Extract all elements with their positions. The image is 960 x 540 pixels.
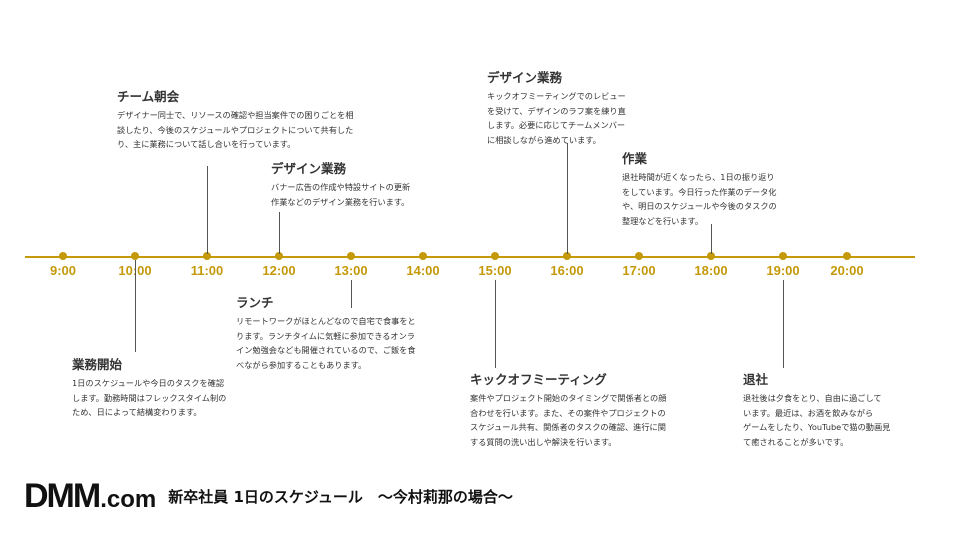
event-kickoff-meeting: キックオフミーティング 案件やプロジェクト開始のタイミングで関係者との顔 合わせ… [470,369,666,449]
time-dot-9 [59,252,67,260]
time-label: 16:00 [550,263,584,278]
time-label: 15:00 [478,263,512,278]
event-description: 退社後は夕食をとり、自由に過ごして います。最近は、お酒を飲みながら ゲームをし… [743,393,891,447]
event-description: バナー広告の作成や特設サイトの更新 作業などのデザイン業務を行います。 [271,182,411,207]
time-dot-13 [347,252,355,260]
time-label: 17:00 [622,263,656,278]
connector-work-start [134,260,136,352]
event-title: 退社 [743,372,769,387]
event-description: 退社時間が近くなったら、1日の振り返り をしています。今日行った作業のデータ化 … [622,172,777,226]
event-title: デザイン業務 [271,161,347,176]
connector-kickoff-meeting [494,280,496,368]
event-title: ランチ [236,295,274,310]
time-dot-18 [707,252,715,260]
time-label: 11:00 [190,263,224,278]
logo-suffix: .com [100,486,157,513]
event-description: デザイナー同士で、リソースの確認や担当案件での困りごとを相 談したり、今後のスケ… [117,110,354,149]
time-label: 18:00 [694,263,728,278]
time-dot-16 [563,252,571,260]
event-title: キックオフミーティング [470,372,607,387]
timeline-axis [25,256,915,258]
connector-design-work-1 [278,212,280,254]
time-dot-19 [779,252,787,260]
time-dot-10 [131,252,139,260]
time-label: 14:00 [406,263,440,278]
connector-design-work-2 [566,143,568,254]
event-design-work-2: デザイン業務 キックオフミーティングでのレビュー を受けて、デザインのラフ案を練… [487,67,626,147]
connector-wrap-up-work [710,224,712,254]
time-label: 13:00 [334,263,368,278]
logo-main: DMM [24,477,101,515]
time-dot-15 [491,252,499,260]
connector-leave-office [782,280,784,368]
time-label: 9:00 [49,263,77,278]
event-title: デザイン業務 [487,70,563,85]
connector-morning-meeting [206,166,208,254]
event-lunch: ランチ リモートワークがほとんどなので自宅で食事をと ります。ランチタイムに気軽… [236,292,416,372]
time-label: 20:00 [830,263,864,278]
event-title: 業務開始 [72,357,123,372]
page-title: 新卒社員 1日のスケジュール 〜今村莉那の場合〜 [168,487,513,506]
time-dot-17 [635,252,643,260]
event-title: チーム朝会 [117,89,180,104]
event-title: 作業 [622,151,648,166]
event-description: 1日のスケジュールや今日のタスクを確認 します。勤務時間はフレックスタイム制の … [72,378,227,417]
dmm-logo: DMM .com [24,479,156,513]
connector-lunch [350,280,352,308]
time-dot-20 [843,252,851,260]
event-work-start: 業務開始 1日のスケジュールや今日のタスクを確認 します。勤務時間はフレックスタ… [72,354,226,420]
time-label: 12:00 [262,263,296,278]
event-leave-office: 退社 退社後は夕食をとり、自由に過ごして います。最近は、お酒を飲みながら ゲー… [743,369,890,449]
event-wrap-up-work: 作業 退社時間が近くなったら、1日の振り返り をしています。今日行った作業のデー… [622,148,777,228]
time-label: 19:00 [766,263,800,278]
footer: DMM .com 新卒社員 1日のスケジュール 〜今村莉那の場合〜 [24,479,513,513]
time-dot-14 [419,252,427,260]
event-description: リモートワークがほとんどなので自宅で食事をと ります。ランチタイムに気軽に参加で… [236,316,416,370]
event-design-work-1: デザイン業務 バナー広告の作成や特設サイトの更新 作業などのデザイン業務を行いま… [271,158,410,209]
time-dot-11 [203,252,211,260]
time-dot-12 [275,252,283,260]
event-description: キックオフミーティングでのレビュー を受けて、デザインのラフ案を練り直 します。… [487,91,626,145]
event-description: 案件やプロジェクト開始のタイミングで関係者との顔 合わせを行います。また、その案… [470,393,667,447]
event-morning-meeting: チーム朝会 デザイナー同士で、リソースの確認や担当案件での困りごとを相 談したり… [117,86,354,152]
